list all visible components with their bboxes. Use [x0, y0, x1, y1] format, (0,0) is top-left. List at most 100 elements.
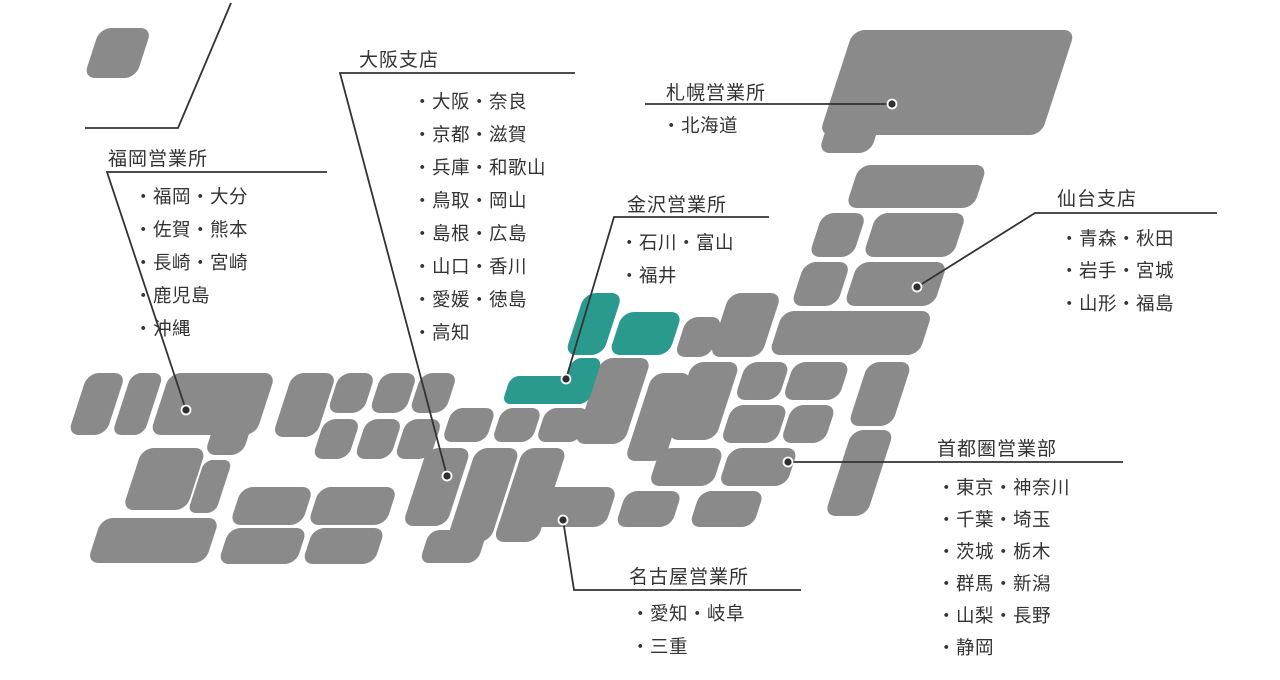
- prefecture-tile: [691, 491, 762, 527]
- shutoken-leader-dot: [782, 456, 794, 468]
- prefecture-tile: [846, 262, 945, 306]
- office-label-nagoya: 名古屋営業所: [629, 566, 749, 588]
- office-label-fukuoka: 福岡営業所: [108, 148, 208, 170]
- pref-list-item: ・佐賀・熊本: [134, 219, 248, 240]
- pref-list-item: ・長崎・宮崎: [134, 252, 248, 273]
- pref-list-item: ・青森・秋田: [1060, 228, 1174, 249]
- prefecture-tile: [125, 448, 204, 510]
- prefecture-tile: [232, 487, 311, 525]
- prefecture-tile: [304, 528, 383, 564]
- prefecture-tile: [207, 407, 255, 455]
- prefecture-tile: [444, 408, 494, 442]
- prefecture-tile: [329, 373, 373, 413]
- pref-list-item: ・鹿児島: [134, 285, 210, 306]
- prefecture-tile: [848, 165, 985, 208]
- pref-list-item: ・山口・香川: [413, 256, 527, 277]
- kanazawa-leader-dot: [560, 373, 572, 385]
- prefecture-tile-highlighted: [567, 293, 620, 355]
- prefecture-tile: [152, 373, 273, 435]
- office-label-sendai: 仙台支店: [1057, 188, 1137, 210]
- prefecture-tile: [617, 491, 680, 527]
- nagoya-leader-dot: [557, 514, 569, 526]
- prefecture-tile: [865, 213, 964, 257]
- pref-list-item: ・静岡: [937, 637, 994, 658]
- pref-list-item: ・愛知・岐阜: [631, 603, 745, 624]
- japan-tile-map: [70, 28, 1073, 564]
- prefecture-tile: [538, 408, 588, 442]
- pref-list-item: ・鳥取・岡山: [413, 190, 527, 211]
- prefecture-tile: [220, 528, 305, 564]
- pref-list-item: ・京都・滋賀: [413, 124, 527, 145]
- office-label-kanazawa: 金沢営業所: [627, 194, 727, 216]
- office-label-osaka: 大阪支店: [359, 49, 439, 71]
- prefecture-tile: [314, 419, 358, 459]
- prefecture-tile: [114, 373, 162, 435]
- pref-list-item: ・高知: [413, 322, 470, 343]
- callout-sendai: 仙台支店 ・青森・秋田 ・岩手・宮城 ・山形・福島: [911, 188, 1217, 314]
- prefecture-tile: [850, 362, 910, 426]
- office-label-shutoken: 首都圏営業部: [937, 438, 1057, 460]
- callout-osaka: 大阪支店 ・大阪・奈良 ・京都・滋賀 ・兵庫・和歌山 ・鳥取・岡山 ・島根・広島…: [338, 49, 575, 482]
- okinawa-inset-divider-line: [85, 2, 232, 129]
- sendai-leader-line: [916, 212, 1217, 288]
- prefecture-tile: [721, 448, 796, 486]
- prefecture-tile: [70, 373, 123, 435]
- prefecture-tile: [421, 530, 486, 563]
- pref-list-item: ・三重: [631, 636, 688, 657]
- prefecture-tile: [86, 28, 149, 78]
- osaka-leader-dot: [441, 470, 453, 482]
- pref-list-item: ・千葉・埼玉: [937, 509, 1051, 530]
- callout-nagoya: 名古屋営業所 ・愛知・岐阜 ・三重: [557, 514, 801, 657]
- nagoya-leader-line: [562, 519, 801, 591]
- prefecture-tile: [785, 362, 848, 400]
- kanazawa-leader-line: [565, 216, 769, 380]
- pref-list-item: ・山梨・長野: [937, 605, 1051, 626]
- prefecture-tile: [827, 430, 892, 516]
- prefecture-tile: [821, 60, 898, 153]
- prefecture-tile: [676, 317, 721, 357]
- callout-fukuoka: 福岡営業所 ・福岡・大分 ・佐賀・熊本 ・長崎・宮崎 ・鹿児島 ・沖縄: [105, 148, 327, 416]
- prefecture-tile: [371, 373, 415, 413]
- office-label-sapporo: 札幌営業所: [666, 82, 766, 104]
- pref-list-item: ・岩手・宮城: [1060, 260, 1174, 281]
- pref-list-item: ・東京・神奈川: [937, 477, 1070, 498]
- prefecture-tile: [189, 460, 231, 513]
- prefecture-tile: [405, 448, 469, 526]
- callout-sapporo: 札幌営業所 ・北海道: [645, 82, 898, 136]
- prefecture-tile: [495, 448, 565, 542]
- prefecture-tile: [737, 362, 788, 400]
- pref-list-item: ・沖縄: [134, 318, 191, 339]
- prefecture-tile: [822, 30, 1073, 135]
- prefecture-tile: [411, 373, 455, 413]
- pref-list-item: ・兵庫・和歌山: [413, 157, 546, 178]
- pref-list-item: ・大阪・奈良: [413, 91, 527, 112]
- prefecture-tile: [494, 408, 540, 442]
- prefecture-tile: [275, 373, 334, 437]
- pref-list-item: ・福岡・大分: [134, 186, 248, 207]
- prefecture-tile: [627, 373, 690, 461]
- pref-list-item: ・島根・広島: [413, 223, 527, 244]
- prefecture-tile-highlighted: [611, 312, 680, 355]
- prefecture-tile: [811, 213, 864, 257]
- prefecture-tile: [793, 262, 848, 306]
- prefecture-tile: [310, 487, 395, 525]
- prefecture-tile: [771, 311, 930, 355]
- osaka-leader-line: [338, 72, 575, 477]
- prefecture-tile: [651, 448, 722, 486]
- prefecture-tile-highlighted: [504, 376, 595, 404]
- prefecture-tile: [396, 419, 440, 459]
- pref-list-item: ・愛媛・徳島: [413, 289, 527, 310]
- sapporo-leader-dot: [886, 98, 898, 110]
- pref-list-item: ・群馬・新潟: [937, 573, 1051, 594]
- pref-list-item: ・福井: [620, 265, 677, 286]
- pref-list-item: ・茨城・栃木: [937, 541, 1051, 562]
- sendai-leader-dot: [911, 281, 923, 293]
- prefecture-tile: [356, 419, 400, 459]
- fukuoka-leader-line: [105, 171, 327, 411]
- callout-shutoken: 首都圏営業部 ・東京・神奈川 ・千葉・埼玉 ・茨城・栃木 ・群馬・新潟 ・山梨・…: [782, 438, 1123, 658]
- pref-list-item: ・石川・富山: [620, 232, 734, 253]
- pref-list-item: ・北海道: [662, 115, 738, 136]
- callout-kanazawa: 金沢営業所 ・石川・富山 ・福井: [560, 194, 769, 385]
